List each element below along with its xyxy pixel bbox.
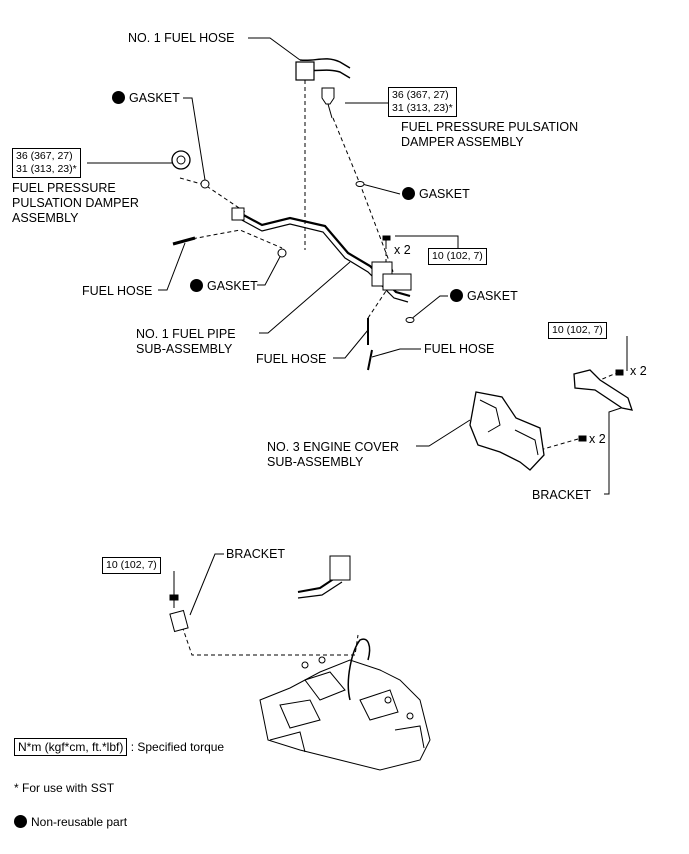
legend-torque-desc: : Specified torque [130,740,225,754]
torque-damper-right-line1: 36 (367, 27) [392,89,449,101]
legend-torque: N*m (kgf*cm, ft.*lbf) : Specified torque [14,738,225,756]
leader-no1-fuel-pipe [259,261,351,334]
label-gasket-right: GASKET [450,289,518,304]
label-no1-fuel-hose: NO. 1 FUEL HOSE [128,31,235,45]
leader-no1-fuel-hose [248,37,301,61]
label-x2-cover-bolt: x 2 [589,432,606,446]
label-bracket-right: BRACKET [532,488,592,502]
label-gasket-mid: GASKET [402,187,470,202]
leader-bracket-right [604,404,631,495]
torque-damper-left-line2: 31 (313, 23)* [16,163,77,175]
legend-non-reusable: Non-reusable part [14,815,127,830]
torque-box-damper-right: 36 (367, 27) 31 (313, 23)* [388,87,457,117]
label-gasket-top: GASKET [112,91,180,106]
leader-fuel-hose-right [371,348,421,358]
torque-box-damper-left: 36 (367, 27) 31 (313, 23)* [12,148,81,178]
torque-box-lower-bolt: 10 (102, 7) [102,557,161,574]
leader-bracket-lower [189,553,224,616]
label-fuel-hose-mid: FUEL HOSE [256,352,327,366]
torque-box-cover-bolt: 10 (102, 7) [548,322,607,339]
leader-gasket-mid [361,183,401,195]
non-reusable-dot-icon [190,279,203,292]
leader-gasket-top [183,97,206,181]
label-bracket-lower: BRACKET [226,547,286,561]
leader-fuel-hose-left [158,242,186,291]
label-gasket-lower: GASKET [190,279,258,294]
non-reusable-dot-icon [450,289,463,302]
leader-gasket-right [409,295,448,321]
legend-torque-unit: N*m (kgf*cm, ft.*lbf) [14,738,128,756]
leader-no3-cover [416,419,471,447]
non-reusable-dot-icon [402,187,415,200]
label-fuel-hose-left: FUEL HOSE [82,284,153,298]
legend-sst-note: * For use with SST [14,781,115,795]
label-x2-pipe-bolt: x 2 [394,243,411,257]
leader-fuel-hose-mid [333,329,369,359]
label-x2-bracket-bolt: x 2 [630,364,647,378]
leader-bolt-pipe [395,235,459,248]
leader-gasket-lower [257,252,283,286]
non-reusable-dot-icon [14,815,27,828]
label-fuel-pressure-damper-right: FUEL PRESSURE PULSATION DAMPER ASSEMBLY [401,120,579,149]
label-no3-engine-cover: NO. 3 ENGINE COVER SUB-ASSEMBLY [267,440,399,469]
torque-damper-right-line2: 31 (313, 23)* [392,102,453,114]
non-reusable-dot-icon [112,91,125,104]
torque-damper-left-line1: 36 (367, 27) [16,150,73,162]
label-fuel-hose-right: FUEL HOSE [424,342,495,356]
label-no1-fuel-pipe: NO. 1 FUEL PIPE SUB-ASSEMBLY [136,327,236,356]
label-fuel-pressure-damper-left: FUEL PRESSURE PULSATION DAMPER ASSEMBLY [12,181,139,225]
torque-box-pipe-bolt: 10 (102, 7) [428,248,487,265]
